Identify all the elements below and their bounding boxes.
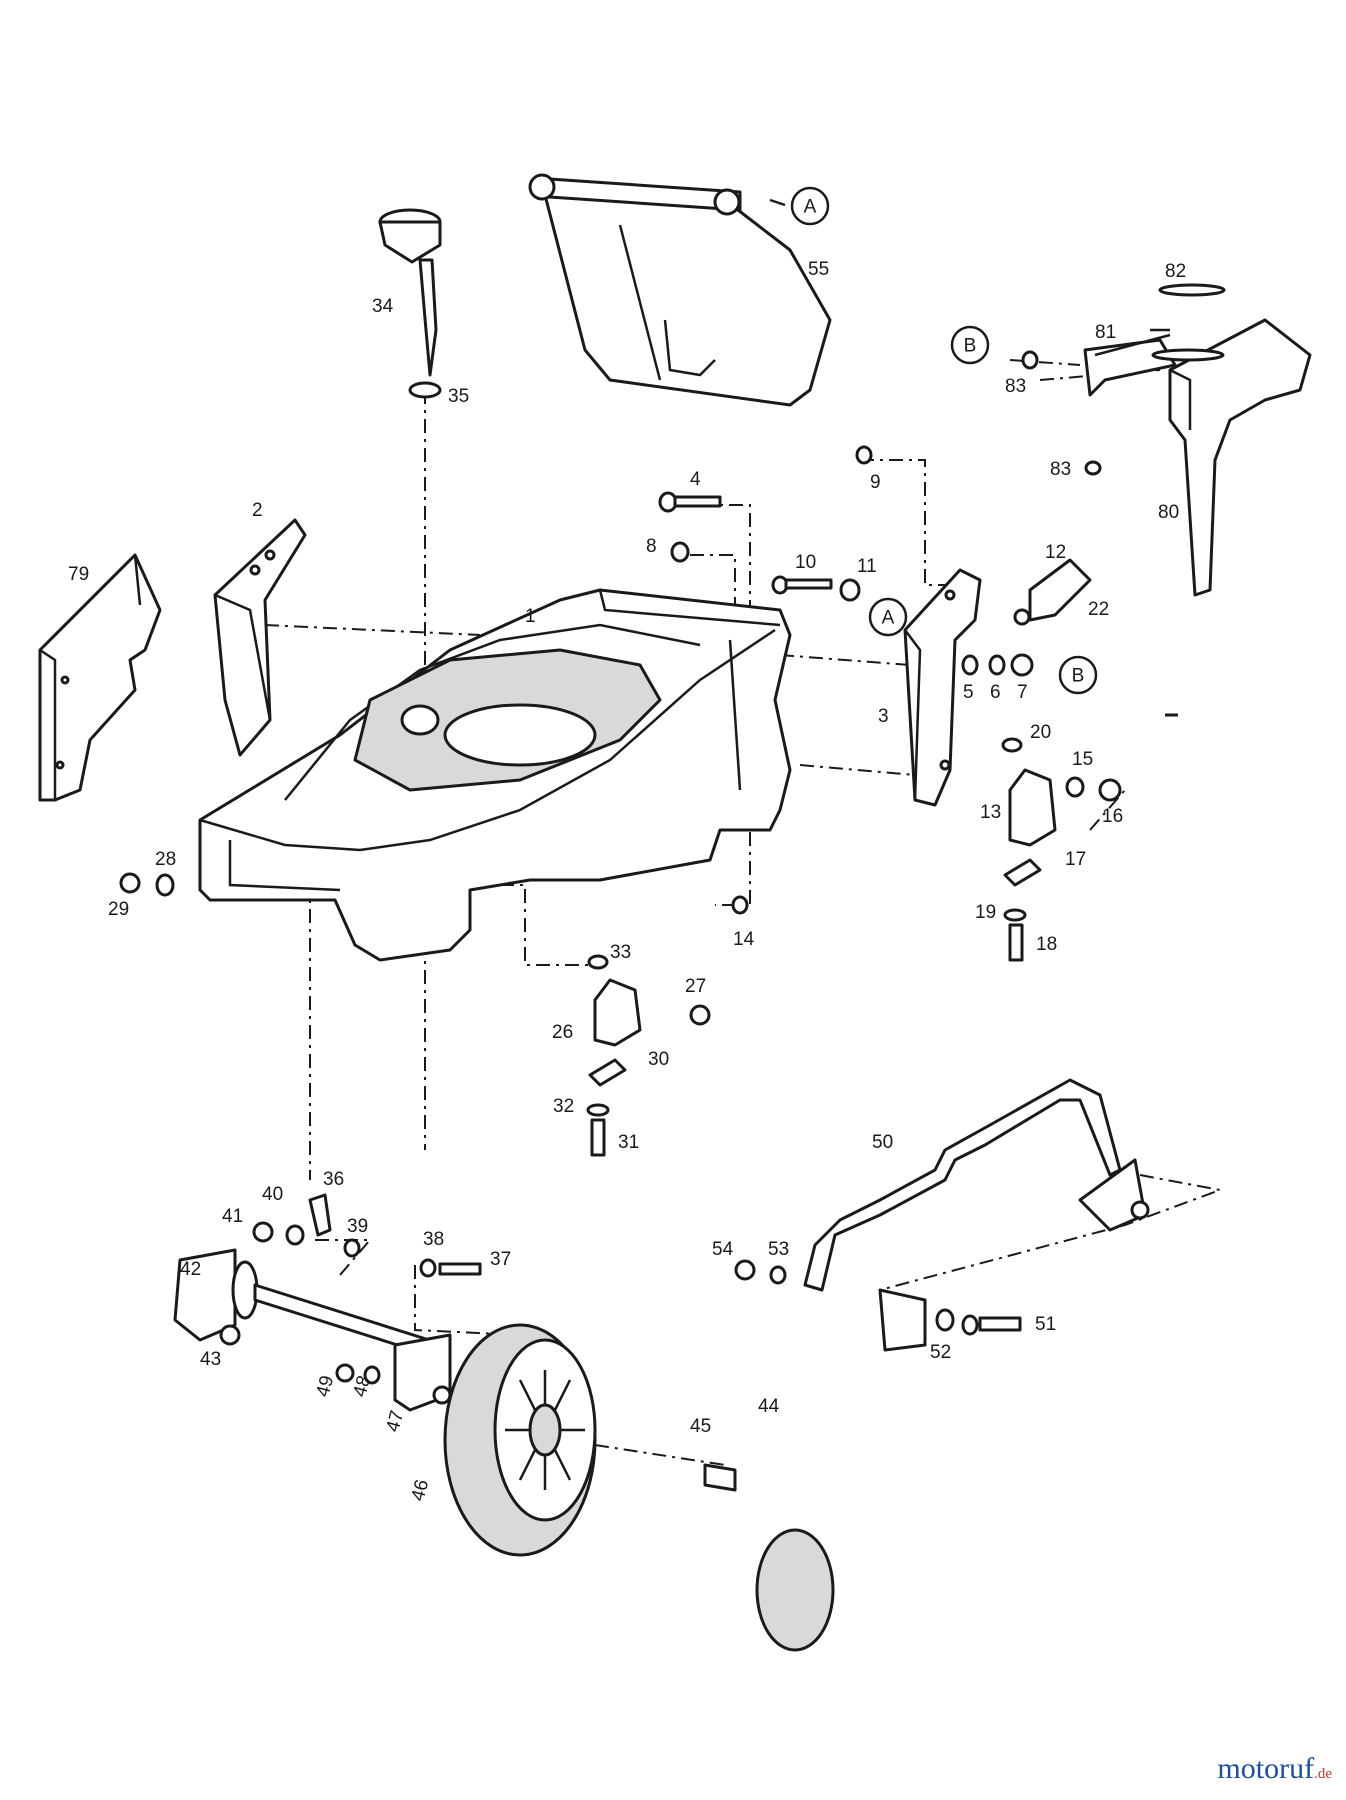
part-label: 12 <box>1045 542 1066 563</box>
grass-catcher <box>528 173 832 407</box>
bracket-right <box>903 568 982 807</box>
mower-deck <box>198 588 792 962</box>
adjuster-knob <box>378 208 442 399</box>
part-label: 47 <box>383 1408 409 1434</box>
reference-a-middle-label: A <box>882 608 895 629</box>
part-label: 16 <box>1102 806 1123 827</box>
brand-name: motoruf <box>1217 1752 1315 1785</box>
part-label: 83 <box>1050 459 1071 480</box>
part-label: 35 <box>448 386 469 407</box>
part-label: 45 <box>690 1416 711 1437</box>
part-label: 11 <box>857 556 877 577</box>
rear-axle <box>173 1193 452 1412</box>
handle-clip <box>1013 558 1092 626</box>
part-label: 15 <box>1072 749 1093 770</box>
rear-wheel <box>443 1323 597 1557</box>
part-label: 31 <box>618 1132 639 1153</box>
reference-a-top-label: A <box>804 197 817 218</box>
part-label: 51 <box>1035 1314 1056 1335</box>
part-label: 80 <box>1158 502 1179 523</box>
part-label: 3 <box>878 706 889 727</box>
part-label: 40 <box>262 1184 283 1205</box>
reference-b-middle-label: B <box>1072 666 1085 687</box>
height-adjuster-right <box>1001 737 1057 962</box>
part-label: 10 <box>795 552 816 573</box>
wheel-bolt <box>703 1463 737 1492</box>
part-label: 29 <box>108 899 129 920</box>
part-label: 53 <box>768 1239 789 1260</box>
part-label: 18 <box>1036 934 1057 955</box>
part-label: 38 <box>423 1229 444 1250</box>
part-label: 28 <box>155 849 176 870</box>
part-label: 6 <box>990 682 1001 703</box>
reference-b-top-label: B <box>964 336 977 357</box>
strip <box>1158 283 1226 297</box>
part-label: 49 <box>313 1373 339 1399</box>
reference-b-top <box>950 325 990 365</box>
part-label: 4 <box>690 469 701 490</box>
part-label: 19 <box>975 902 996 923</box>
part-label: 8 <box>646 536 657 557</box>
part-label: 5 <box>963 682 974 703</box>
part-label: 41 <box>222 1206 243 1227</box>
part-label: 7 <box>1017 682 1028 703</box>
part-label: 50 <box>872 1132 893 1153</box>
part-label: 20 <box>1030 722 1051 743</box>
flap-bracket <box>1083 333 1225 397</box>
part-label: 26 <box>552 1022 573 1043</box>
reference-b-middle <box>1058 655 1098 695</box>
part-label: 42 <box>180 1259 201 1280</box>
brand-logo: motoruf.de <box>1217 1752 1332 1786</box>
height-adjuster-front <box>586 954 711 1157</box>
part-label: 9 <box>870 472 881 493</box>
part-label: 14 <box>733 929 755 950</box>
part-label: 46 <box>408 1477 434 1503</box>
part-label: 39 <box>347 1216 368 1237</box>
part-label: 17 <box>1065 849 1086 870</box>
fasteners <box>119 350 1122 1405</box>
hub-cap <box>755 1528 835 1652</box>
reference-a-top <box>790 186 830 226</box>
bracket-left <box>213 518 307 757</box>
part-label: 13 <box>980 802 1001 823</box>
brand-tld: .de <box>1314 1766 1332 1782</box>
part-label: 43 <box>200 1349 221 1370</box>
part-label: 2 <box>252 500 263 521</box>
part-label: 34 <box>372 296 394 317</box>
reference-a-middle <box>868 597 908 637</box>
part-label: 54 <box>712 1239 734 1260</box>
rear-flap-right <box>1165 318 1312 717</box>
part-label: 27 <box>685 976 706 997</box>
reference-markers: A A B B <box>790 186 1098 695</box>
part-label: 81 <box>1095 322 1116 343</box>
part-label: 44 <box>758 1396 780 1417</box>
lower-handle <box>803 1078 1150 1352</box>
part-label: 22 <box>1088 599 1109 620</box>
part-label: 1 <box>525 606 536 627</box>
part-label: 82 <box>1165 261 1186 282</box>
part-label: 30 <box>648 1049 669 1070</box>
part-label: 32 <box>553 1096 574 1117</box>
part-label: 83 <box>1005 376 1026 397</box>
part-labels: 1 2 3 4 5 6 7 8 9 10 11 12 13 14 15 16 1… <box>68 259 1186 1503</box>
rear-flap-left <box>38 553 162 802</box>
part-label: 79 <box>68 564 89 585</box>
part-label: 52 <box>930 1342 951 1363</box>
part-label: 36 <box>323 1169 344 1190</box>
part-label: 37 <box>490 1249 511 1270</box>
part-label: 55 <box>808 259 829 280</box>
part-label: 33 <box>610 942 631 963</box>
